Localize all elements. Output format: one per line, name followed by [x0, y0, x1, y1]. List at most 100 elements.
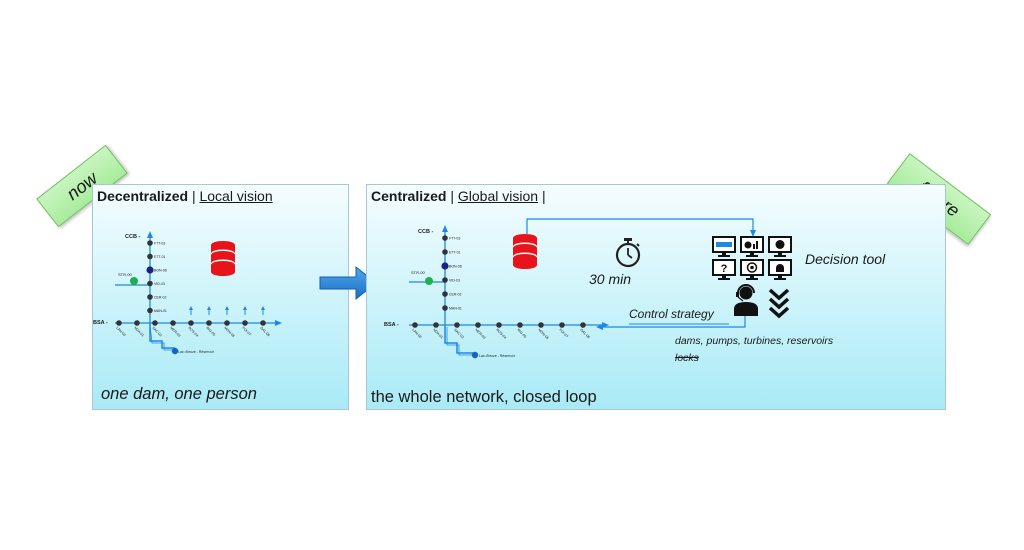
monitor-alarm-icon — [768, 259, 792, 280]
left-horizontal-node: GAL-08 — [259, 320, 271, 337]
svg-text:LAN-00: LAN-00 — [411, 328, 422, 339]
assets-struck-label: locks — [675, 352, 699, 364]
decision-tool-label: Decision tool — [805, 251, 886, 267]
svg-text:BON-08: BON-08 — [154, 269, 167, 273]
right-horizontal-node: GAL-08 — [579, 322, 591, 339]
left-title-bold: Decentralized — [97, 188, 189, 204]
svg-text:BON-08: BON-08 — [449, 265, 462, 269]
svg-text:FTT-03: FTT-03 — [154, 242, 165, 246]
left-station-label: STR-00 — [118, 272, 133, 277]
right-title-separator: | — [450, 188, 454, 204]
right-horizontal-node: RIG-05 — [516, 322, 527, 339]
left-panel-title: Decentralized | Local vision — [97, 188, 273, 204]
assets-label: dams, pumps, turbines, reservoirs — [675, 335, 834, 347]
left-database-icon — [211, 241, 235, 276]
svg-text:LAN-00: LAN-00 — [115, 326, 126, 337]
left-horizontal-node: MER-03 — [169, 320, 181, 338]
svg-text:RIG-05: RIG-05 — [516, 328, 527, 339]
right-bsa-label: BSA - — [384, 322, 399, 328]
left-ccb-label: CCB - — [125, 234, 140, 240]
right-horizontal-node: ROS-04 — [495, 322, 507, 340]
right-station-label: STR-00 — [411, 270, 426, 275]
monitor-globe-icon — [768, 236, 792, 257]
right-vertical-node: MAN-01 — [442, 305, 462, 311]
svg-text:VID-03: VID-03 — [449, 279, 460, 283]
right-title-bold: Centralized — [371, 188, 447, 204]
right-title-separator-end: | — [541, 188, 546, 204]
right-horizontal-node: SAC-02 — [453, 322, 465, 339]
svg-text:MON-06: MON-06 — [223, 326, 235, 338]
svg-text:MAN-01: MAN-01 — [449, 307, 462, 311]
right-database-icon — [513, 234, 537, 269]
monitor-target-icon — [740, 259, 764, 280]
right-horizontal-node: MER-03 — [474, 322, 486, 340]
left-title-link: Local vision — [199, 188, 273, 204]
svg-text:ROS-04: ROS-04 — [495, 328, 507, 340]
right-network-diagram: CCB - BSA - STR-00 Lac d'Ieuze - Réservo… — [384, 218, 792, 359]
svg-text:CER-02: CER-02 — [154, 296, 167, 300]
svg-text:FOI-07: FOI-07 — [558, 328, 569, 339]
right-reservoir-label: Lac d'Ieuze - Réservoir — [479, 354, 516, 358]
right-vertical-node: BON-08 — [441, 262, 462, 270]
decision-tool-icons: ? — [712, 236, 792, 280]
svg-text:GAL-08: GAL-08 — [259, 326, 270, 337]
svg-text:?: ? — [721, 263, 728, 275]
left-caption: one dam, one person — [101, 385, 257, 403]
svg-text:CER-02: CER-02 — [449, 293, 462, 297]
svg-text:VID-03: VID-03 — [154, 282, 165, 286]
left-horizontal-node: FOI-07 — [241, 320, 252, 336]
svg-text:RIG-05: RIG-05 — [205, 326, 216, 337]
svg-text:FOI-07: FOI-07 — [241, 326, 252, 337]
left-horizontal-node: ROS-04 — [187, 320, 199, 338]
svg-text:FTT-03: FTT-03 — [449, 237, 460, 241]
left-vertical-node: FTT-03 — [147, 240, 165, 246]
left-vertical-node: BON-08 — [146, 266, 167, 274]
left-vertical-node: CER-02 — [147, 294, 167, 300]
control-strategy-label: Control strategy — [629, 307, 714, 321]
left-flow-arrow — [207, 306, 211, 315]
centralized-panel: Centralized | Global vision | CCB - BSA … — [366, 184, 946, 410]
left-horizontal-node: SAC-02 — [151, 320, 163, 337]
svg-text:GAL-08: GAL-08 — [579, 328, 590, 339]
right-panel-title: Centralized | Global vision | — [371, 188, 546, 204]
svg-text:ETT-01: ETT-01 — [449, 251, 461, 255]
right-vertical-node: FTT-03 — [442, 235, 460, 241]
left-reservoir-label: Lac d'Ieuze - Réservoir — [178, 350, 215, 354]
svg-text:MER-03: MER-03 — [474, 328, 486, 340]
right-vertical-node: CER-02 — [442, 291, 462, 297]
timer-label: 30 min — [589, 271, 632, 287]
svg-text:NDA-01: NDA-01 — [133, 326, 145, 338]
right-title-link: Global vision — [457, 188, 539, 204]
stopwatch-icon — [615, 238, 641, 268]
monitor-chart-icon — [712, 236, 736, 257]
operator-icon — [734, 284, 758, 316]
right-vertical-node: VID-03 — [442, 277, 460, 283]
svg-text:MON-06: MON-06 — [537, 328, 549, 340]
monitor-question-icon: ? — [712, 259, 736, 280]
left-title-separator: | — [191, 188, 196, 204]
left-flow-arrow — [261, 306, 265, 315]
svg-text:ETT-01: ETT-01 — [154, 255, 166, 259]
left-vertical-node: MAN-01 — [147, 307, 167, 314]
svg-text:SAC-02: SAC-02 — [453, 328, 465, 340]
right-ccb-label: CCB - — [418, 229, 433, 235]
right-horizontal-node: LAN-00 — [411, 322, 423, 339]
chevrons-down-icon — [768, 288, 790, 319]
svg-text:NDA-01: NDA-01 — [432, 328, 444, 340]
left-horizontal-node: NDA-01 — [133, 320, 145, 338]
left-bsa-label: BSA - — [93, 320, 108, 326]
left-flow-arrow — [189, 306, 193, 315]
svg-text:MER-03: MER-03 — [169, 326, 181, 338]
right-horizontal-node: NDA-01 — [432, 322, 444, 340]
left-vertical-node: ETT-01 — [147, 253, 166, 260]
left-flow-arrow — [225, 306, 229, 315]
right-caption: the whole network, closed loop — [371, 388, 597, 406]
left-network-diagram: CCB - BSA - STR-00 Lac d'Ieuze - Réservo… — [93, 231, 282, 355]
left-horizontal-node: LAN-00 — [115, 320, 127, 337]
left-horizontal-node: RIG-05 — [205, 320, 216, 337]
svg-text:SAC-02: SAC-02 — [151, 326, 163, 338]
left-vertical-node: VID-03 — [147, 280, 165, 287]
right-vertical-node: ETT-01 — [442, 249, 461, 255]
monitor-bars-icon — [740, 236, 764, 257]
left-flow-arrow — [243, 306, 247, 315]
